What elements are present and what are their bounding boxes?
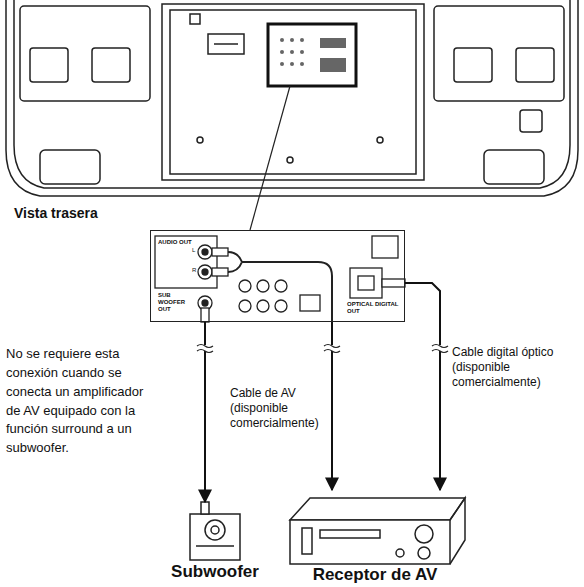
- cable-label: Cable de AV (disponible comercialmente): [230, 386, 322, 431]
- terminal-panel: AUDIO OUTL R SUB WOOFER OUT OPTICAL DIGITAL…: [150, 230, 405, 322]
- note-text: No se requiere esta conexión cuando se c…: [6, 345, 144, 458]
- node-text: SUB WOOFER OUT: [158, 292, 198, 314]
- view-title: Vista trasera: [14, 203, 174, 223]
- node-text: Receptor de AV: [280, 565, 470, 585]
- node-text: R: [192, 267, 200, 274]
- node-text: AUDIO OUT: [158, 239, 203, 246]
- cable-label: Cable digital óptico (disponible comerci…: [452, 345, 564, 390]
- node-text: OPTICAL DIGITAL OUT: [347, 301, 399, 315]
- node-text: L: [192, 247, 200, 254]
- av-receiver-device: Receptor de AV: [280, 490, 480, 587]
- node-text: Subwoofer: [140, 562, 290, 582]
- subwoofer-device: Subwoofer: [140, 502, 290, 586]
- cable-connector: [405, 283, 440, 490]
